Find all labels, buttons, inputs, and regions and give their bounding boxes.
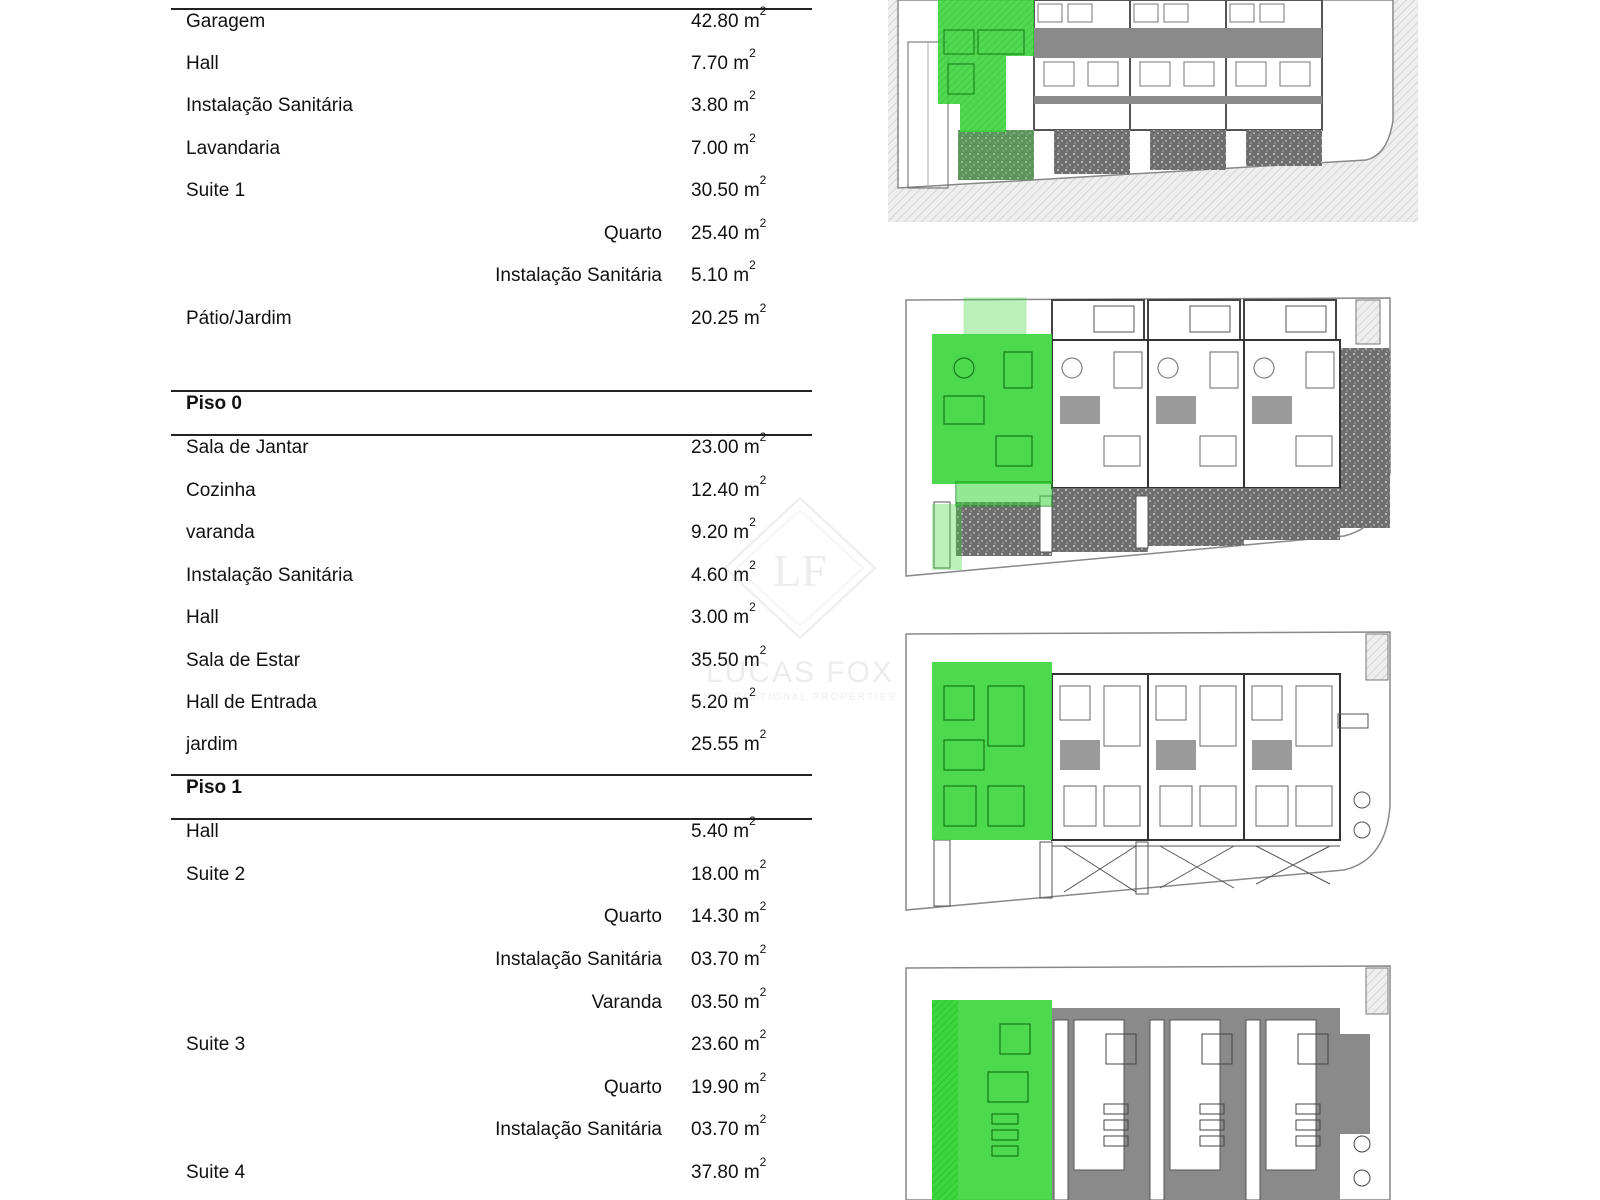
room-name: Lavandaria	[186, 138, 281, 159]
room-area: 23.60 m2	[691, 1027, 767, 1055]
room-area: 30.50 m2	[691, 173, 767, 201]
table-row: Suite 2 18.00 m2	[0, 857, 830, 890]
table-rule	[171, 774, 812, 776]
room-name: Hall de Entrada	[186, 692, 317, 713]
room-area: 35.50 m2	[691, 643, 767, 671]
room-name: varanda	[186, 522, 255, 543]
room-area: 18.00 m2	[691, 857, 767, 885]
table-row: Hall de Entrada 5.20 m2	[0, 685, 830, 718]
room-area: 5.10 m2	[691, 258, 756, 286]
table-row: Quarto 25.40 m2	[0, 216, 830, 249]
room-area: 03.70 m2	[691, 942, 767, 970]
room-name: Garagem	[186, 11, 266, 32]
table-rule	[171, 434, 812, 436]
floor-plan-roof	[904, 964, 1400, 1200]
room-area: 12.40 m2	[691, 473, 767, 501]
table-row: Hall 5.40 m2	[0, 814, 830, 847]
floor-plan-piso-0	[904, 296, 1400, 578]
room-area: 14.30 m2	[691, 899, 767, 927]
room-name: Suite 4	[186, 1162, 246, 1183]
room-area: 25.40 m2	[691, 216, 767, 244]
table-row: Instalação Sanitária 03.70 m2	[0, 942, 830, 975]
table-row: Varanda 03.50 m2	[0, 985, 830, 1018]
room-area: 9.20 m2	[691, 515, 756, 543]
room-name: Suite 1	[186, 180, 246, 201]
room-area: 4.60 m2	[691, 558, 756, 586]
room-name: Instalação Sanitária	[495, 1119, 662, 1140]
table-row: Pátio/Jardim 20.25 m2	[0, 301, 830, 334]
room-name: Varanda	[591, 992, 662, 1013]
table-row: Suite 4 37.80 m2	[0, 1155, 830, 1188]
room-area: 42.80 m2	[691, 4, 767, 32]
floor-plan-garage-level	[888, 0, 1418, 224]
table-row: Sala de Jantar 23.00 m2	[0, 430, 830, 463]
room-area: 5.40 m2	[691, 814, 756, 842]
table-row: Lavandaria 7.00 m2	[0, 131, 830, 164]
room-area: 23.00 m2	[691, 430, 767, 458]
room-area: 3.80 m2	[691, 88, 756, 116]
table-row: Instalação Sanitária 5.10 m2	[0, 258, 830, 291]
table-row: Sala de Estar 35.50 m2	[0, 643, 830, 676]
room-name: jardim	[186, 734, 238, 755]
room-name: Quarto	[603, 906, 662, 927]
table-row: Suite 3 23.60 m2	[0, 1027, 830, 1060]
table-row: varanda 9.20 m2	[0, 515, 830, 548]
room-name: Suite 2	[186, 864, 246, 885]
room-area: 25.55 m2	[691, 727, 767, 755]
table-row: Instalação Sanitária 3.80 m2	[0, 88, 830, 121]
areas-table: Garagem 42.80 m2 Hall 7.70 m2 Instalação…	[0, 4, 830, 1188]
room-area: 37.80 m2	[691, 1155, 767, 1183]
floor-plan-piso-1	[904, 630, 1400, 912]
room-name: Hall	[186, 53, 219, 74]
room-name: Hall	[186, 821, 219, 842]
room-name: Quarto	[603, 223, 662, 244]
room-area: 19.90 m2	[691, 1070, 767, 1098]
room-name: Hall	[186, 607, 219, 628]
room-name: Cozinha	[186, 480, 256, 501]
table-rule	[171, 8, 812, 10]
table-row: Instalação Sanitária 4.60 m2	[0, 558, 830, 591]
room-area: 20.25 m2	[691, 301, 767, 329]
room-name: Sala de Jantar	[186, 437, 309, 458]
room-area: 5.20 m2	[691, 685, 756, 713]
room-area: 03.70 m2	[691, 1112, 767, 1140]
room-name: Instalação Sanitária	[186, 95, 353, 116]
table-rule	[171, 818, 812, 820]
room-name: Suite 3	[186, 1034, 246, 1055]
room-name: Quarto	[603, 1077, 662, 1098]
table-row: Hall 3.00 m2	[0, 600, 830, 633]
table-row: Suite 1 30.50 m2	[0, 173, 830, 206]
table-row: Quarto 19.90 m2	[0, 1070, 830, 1103]
table-row: Hall 7.70 m2	[0, 46, 830, 79]
table-row: jardim 25.55 m2	[0, 727, 830, 760]
room-name: Instalação Sanitária	[186, 565, 353, 586]
room-area: 03.50 m2	[691, 985, 767, 1013]
room-name: Sala de Estar	[186, 650, 301, 671]
room-area: 7.00 m2	[691, 131, 756, 159]
table-row: Instalação Sanitária 03.70 m2	[0, 1112, 830, 1145]
room-name: Instalação Sanitária	[495, 265, 662, 286]
table-row: Cozinha 12.40 m2	[0, 473, 830, 506]
room-name: Instalação Sanitária	[495, 949, 662, 970]
room-area: 7.70 m2	[691, 46, 756, 74]
floor-heading-label: Piso 1	[186, 777, 242, 798]
floor-heading: Piso 0	[0, 389, 830, 419]
room-name: Pátio/Jardim	[186, 308, 292, 329]
floor-heading: Piso 1	[0, 773, 830, 803]
floor-heading-label: Piso 0	[186, 393, 242, 414]
table-rule	[171, 390, 812, 392]
room-area: 3.00 m2	[691, 600, 756, 628]
table-row: Quarto 14.30 m2	[0, 899, 830, 932]
table-row: Garagem 42.80 m2	[0, 4, 830, 37]
